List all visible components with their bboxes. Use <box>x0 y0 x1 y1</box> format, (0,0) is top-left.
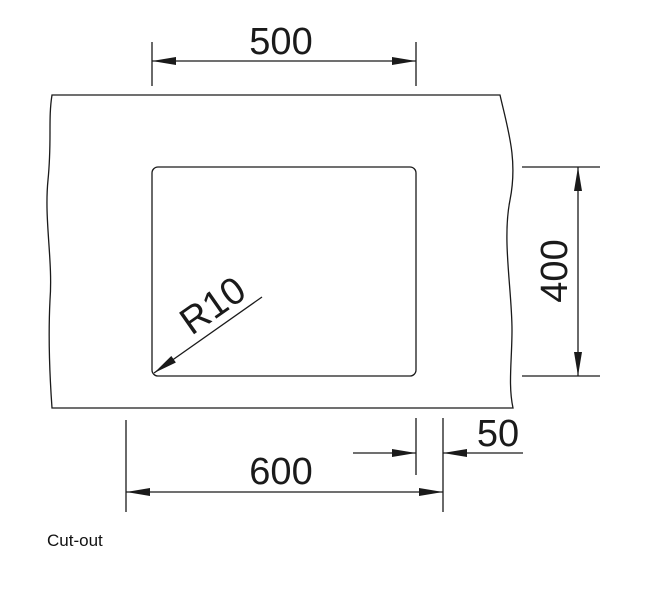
countertop-outline <box>46 94 514 409</box>
offset-label: 50 <box>477 413 519 455</box>
overall-width-label: 600 <box>249 451 312 493</box>
width-label: 500 <box>249 21 312 63</box>
cutout-rectangle <box>151 166 417 377</box>
height-label: 400 <box>534 239 576 302</box>
radius-label: R10 <box>173 269 254 343</box>
caption: Cut-out <box>47 531 103 550</box>
radius-leader-line <box>153 296 263 374</box>
